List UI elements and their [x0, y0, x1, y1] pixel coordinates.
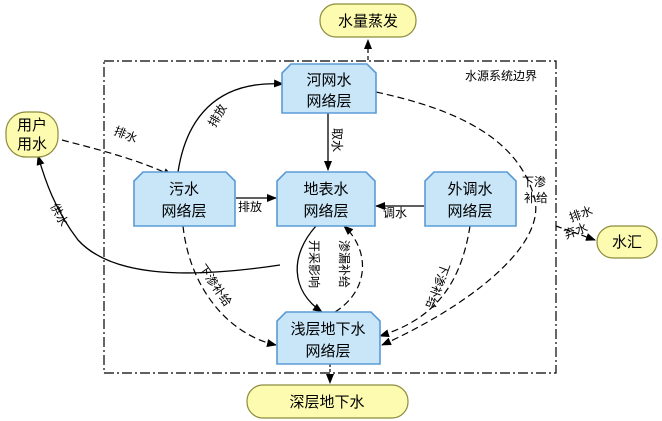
node-sink-label: 水汇 — [612, 233, 642, 251]
label-transfer-seepage: 下渗补给 — [423, 261, 454, 311]
label-discharge-user: 排水 — [112, 124, 140, 146]
node-sink — [596, 225, 658, 259]
node-river-network-label-2: 网络层 — [306, 92, 351, 110]
label-transfer-to-surface: 调水 — [383, 206, 407, 220]
node-transfer-label-1: 外调水 — [447, 180, 492, 198]
label-discharge-sewage-river: 排放 — [205, 101, 230, 129]
label-sewage-seepage: 下渗补给 — [196, 261, 236, 309]
boundary-label: 水源系统边界 — [465, 69, 537, 83]
node-surface-label-1: 地表水 — [303, 180, 348, 198]
edge-sewage-to-river — [177, 79, 284, 173]
node-deep-groundwater-label: 深层地下水 — [289, 393, 364, 411]
edge-river-seepage — [375, 91, 537, 346]
edge-user-to-sewage — [61, 139, 173, 177]
edge-surface-seepage — [334, 225, 364, 313]
node-user — [5, 111, 59, 158]
label-surface-seepage: 渗漏补给 — [337, 240, 352, 288]
node-shallow-groundwater-label-1: 浅层地下水 — [290, 320, 365, 338]
edge-extraction — [296, 225, 323, 313]
node-transfer — [424, 171, 517, 227]
node-deep-groundwater — [246, 384, 409, 419]
node-river-network — [281, 63, 377, 114]
label-river-seepage-2: 补给 — [524, 191, 548, 205]
node-user-label-2: 用水 — [17, 135, 47, 153]
node-sewage-label-2: 网络层 — [161, 202, 206, 220]
node-shallow-groundwater — [276, 311, 381, 365]
label-drain-2: 弃水 — [562, 220, 590, 242]
label-discharge-sewage-surface: 排放 — [238, 199, 262, 214]
node-evaporation-label: 水量蒸发 — [338, 12, 398, 30]
node-transfer-label-2: 网络层 — [447, 202, 492, 220]
node-sewage-label-1: 污水 — [169, 180, 199, 198]
label-extraction: 开采影响 — [307, 240, 322, 288]
edge-transfer-seepage — [379, 225, 471, 338]
edge-supply-to-user — [36, 155, 281, 274]
edge-sewage-seepage — [182, 225, 277, 347]
node-river-network-label-1: 河网水 — [306, 71, 351, 89]
node-shallow-groundwater-label-2: 网络层 — [305, 342, 350, 360]
node-sewage — [133, 171, 236, 227]
node-user-label-1: 用户 — [17, 116, 47, 134]
label-river-seepage-1: 下渗 — [522, 174, 546, 189]
label-river-to-surface: 取水 — [330, 128, 344, 152]
node-surface-label-2: 网络层 — [303, 202, 348, 220]
edge-drain-to-sink — [555, 225, 596, 241]
node-evaporation — [319, 3, 417, 38]
node-surface — [276, 171, 376, 227]
